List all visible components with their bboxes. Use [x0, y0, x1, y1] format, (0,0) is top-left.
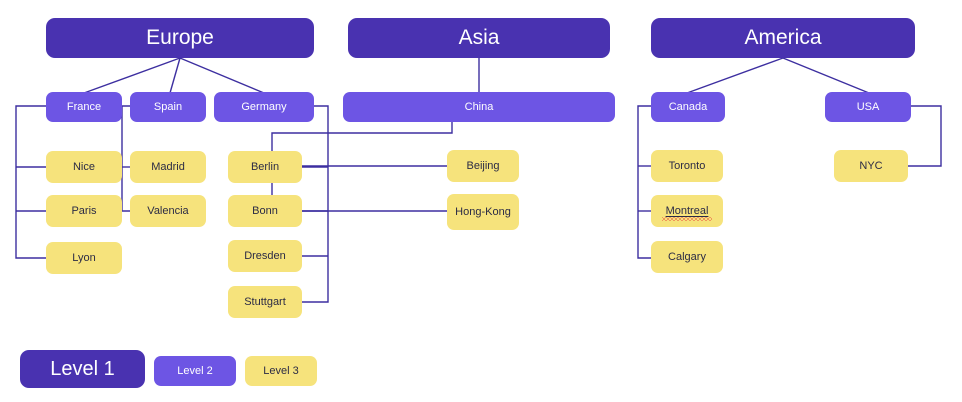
node-label: Europe [146, 25, 214, 49]
node-asia[interactable]: Asia [348, 18, 610, 58]
node-usa[interactable]: USA [825, 92, 911, 122]
node-label: Beijing [466, 159, 500, 172]
node-label: Montreal [661, 205, 713, 221]
node-label: Calgary [668, 250, 706, 263]
legend-label: Level 2 [177, 365, 213, 377]
node-label: Nice [72, 160, 95, 173]
node-beijing[interactable]: Beijing [447, 150, 519, 182]
legend-label: Level 1 [50, 357, 115, 380]
node-label: Canada [668, 100, 708, 113]
node-label: NYC [859, 159, 883, 172]
node-label: Asia [458, 25, 500, 49]
node-bonn[interactable]: Bonn [228, 195, 302, 227]
node-france[interactable]: France [46, 92, 122, 122]
node-label: Toronto [668, 159, 706, 172]
legend-item-level-2: Level 2 [154, 356, 236, 386]
node-nyc[interactable]: NYC [834, 150, 908, 182]
node-label: France [66, 100, 102, 113]
node-lyon[interactable]: Lyon [46, 242, 122, 274]
node-label: Berlin [250, 160, 280, 173]
node-toronto[interactable]: Toronto [651, 150, 723, 182]
node-label: China [464, 100, 494, 113]
node-canada[interactable]: Canada [651, 92, 725, 122]
node-label: Germany [241, 100, 287, 113]
node-germany[interactable]: Germany [214, 92, 314, 122]
node-label: USA [856, 100, 880, 113]
node-label: Lyon [72, 251, 96, 264]
node-calgary[interactable]: Calgary [651, 241, 723, 273]
node-label: Madrid [151, 160, 185, 173]
node-paris[interactable]: Paris [46, 195, 122, 227]
node-hong-kong[interactable]: Hong-Kong [447, 194, 519, 230]
node-label: Valencia [147, 204, 189, 217]
node-nice[interactable]: Nice [46, 151, 122, 183]
node-china[interactable]: China [343, 92, 615, 122]
node-europe[interactable]: Europe [46, 18, 314, 58]
node-berlin[interactable]: Berlin [228, 151, 302, 183]
node-montreal[interactable]: Montreal [651, 195, 723, 227]
node-spain[interactable]: Spain [130, 92, 206, 122]
legend-item-level-3: Level 3 [245, 356, 317, 386]
node-dresden[interactable]: Dresden [228, 240, 302, 272]
node-america[interactable]: America [651, 18, 915, 58]
legend-item-level-1: Level 1 [20, 350, 145, 388]
node-label: Spain [153, 100, 183, 113]
legend-label: Level 3 [263, 365, 299, 377]
node-label: Dresden [244, 249, 286, 262]
legend: Level 1 Level 2 Level 3 [0, 344, 962, 402]
node-label: Paris [71, 204, 97, 217]
node-label: Hong-Kong [455, 205, 511, 218]
node-label: Stuttgart [244, 295, 286, 308]
node-valencia[interactable]: Valencia [130, 195, 206, 227]
node-label: Bonn [252, 204, 278, 217]
node-madrid[interactable]: Madrid [130, 151, 206, 183]
node-label: America [744, 25, 822, 49]
node-stuttgart[interactable]: Stuttgart [228, 286, 302, 318]
